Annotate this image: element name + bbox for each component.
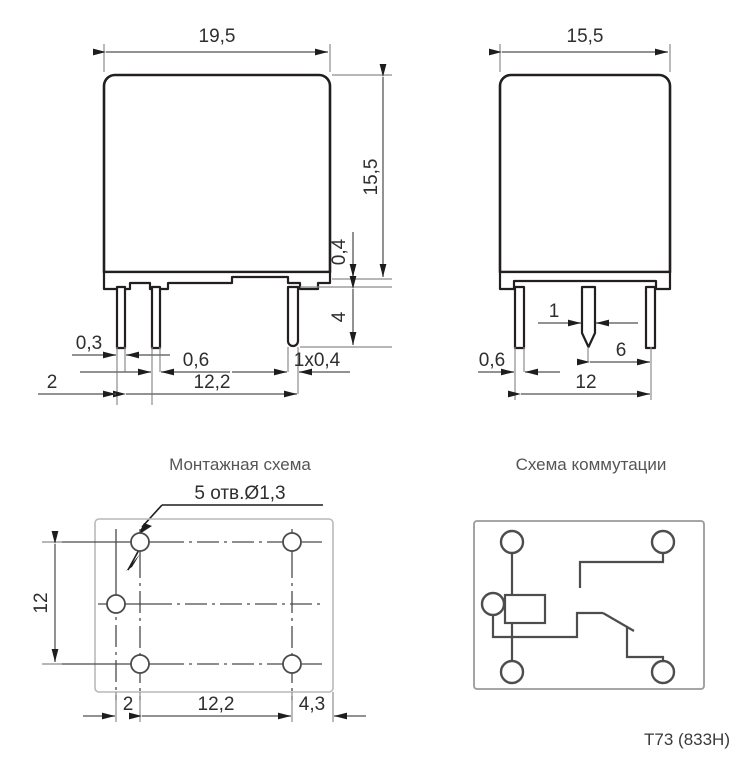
part-number-label: T73 (833H) (644, 730, 730, 749)
schematic-wire-no (625, 626, 665, 661)
schematic-coil (503, 593, 547, 625)
front-dim-pinthk-label: 0,3 (76, 333, 102, 354)
mounting-dim-right-label: 4,3 (299, 694, 325, 715)
schematic-terminal-common (480, 591, 506, 617)
schematic-frame (473, 520, 705, 690)
front-dim-step-label: 0,4 (329, 238, 350, 265)
relay-base-flange-front (102, 270, 332, 291)
front-view-group: 19,5 15,5 0,4 4 0,3 (38, 26, 392, 405)
schematic-title: Схема коммутации (516, 455, 667, 474)
side-dim-six-label: 6 (616, 340, 627, 361)
front-dim-gap-label: 0,6 (183, 350, 209, 371)
mounting-dim-v-label: 12 (31, 592, 52, 613)
mounting-dim-span-label: 12,2 (198, 694, 235, 715)
front-dim-pinlen-label: 4 (329, 311, 350, 322)
side-pin-left (513, 285, 526, 350)
switching-schematic-group: Схема коммутации (473, 455, 705, 690)
front-dim-offset-label: 2 (47, 372, 58, 393)
front-dim-span-label: 12,2 (194, 372, 231, 393)
mounting-hole-mid-left (106, 594, 126, 614)
relay-body-front (102, 73, 332, 274)
schematic-terminal-no (650, 659, 676, 685)
schematic-terminal-coil-top (499, 529, 525, 555)
side-dim-twelve-label: 12 (575, 372, 596, 393)
schematic-terminal-coil-bottom (499, 659, 525, 685)
front-dim-note-label: 1x0,4 (294, 350, 341, 371)
relay-body-side (498, 73, 672, 274)
mounting-hole-bottom-left (130, 654, 150, 674)
mounting-diagram-group: Монтажная схема 5 отв.Ø1,3 (31, 455, 366, 722)
relay-base-flange-side (498, 270, 672, 291)
schematic-wire-common (491, 611, 603, 639)
mounting-hole-note: 5 отв.Ø1,3 (194, 483, 285, 504)
side-dim-width-label: 15,5 (567, 26, 604, 47)
front-pin-1 (115, 285, 127, 350)
mounting-hole-top-left (130, 532, 150, 552)
mounting-note-leader (141, 504, 163, 528)
mounting-dim-left-label: 2 (123, 694, 134, 715)
side-pin-center (580, 285, 597, 349)
mounting-hole-bottom-right (282, 654, 302, 674)
schematic-contact-blade (602, 612, 635, 632)
front-dim-height-label: 15,5 (361, 159, 382, 196)
mounting-pcb-outline (94, 518, 334, 693)
side-dim-centerpin-label: 1 (549, 301, 560, 322)
side-view-group: 15,5 1 0,6 6 12 (478, 26, 672, 400)
schematic-terminal-nc (650, 529, 676, 555)
front-pin-3 (286, 285, 300, 348)
front-pin-2 (150, 285, 162, 350)
mounting-hole-top-right (282, 532, 302, 552)
mounting-note-arrow-down (138, 523, 152, 535)
schematic-wire-nc (578, 553, 665, 588)
front-dim-width-label: 19,5 (199, 26, 236, 47)
side-pin-right (644, 285, 657, 350)
side-dim-thk-label: 0,6 (479, 350, 505, 371)
mounting-diagram-title: Монтажная схема (169, 455, 311, 474)
